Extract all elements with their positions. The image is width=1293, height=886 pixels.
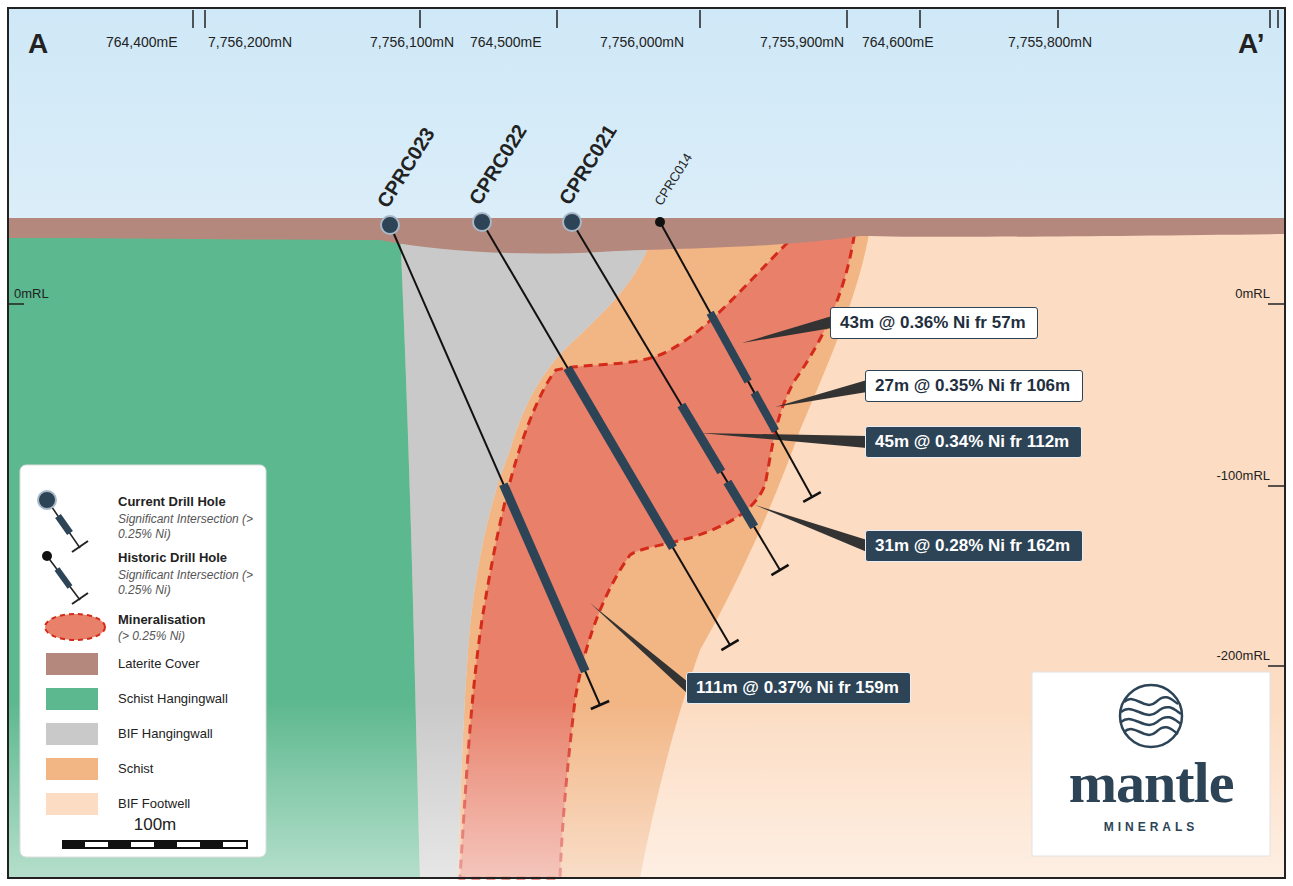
intersection-segment	[568, 368, 673, 548]
drill-trace	[390, 225, 600, 705]
hole-end	[721, 640, 738, 650]
section-end: A’	[1238, 28, 1264, 60]
intersection-callout: 45m @ 0.34% Ni fr 112m	[865, 426, 1082, 458]
northing: 7,756,100mN	[370, 34, 454, 50]
collar	[381, 216, 399, 234]
hole-end	[771, 565, 788, 575]
callout-text: 27m @ 0.35% Ni fr 106m	[875, 376, 1073, 396]
intersection-callout: 31m @ 0.28% Ni fr 162m	[865, 530, 1083, 562]
legend-text: Historic Drill Hole	[118, 550, 227, 565]
leader-lines	[590, 316, 867, 694]
hole-end	[803, 492, 821, 502]
legend-text: Current Drill Hole	[118, 494, 226, 509]
rl-label: 0mRL	[14, 286, 49, 301]
legend-text: Laterite Cover	[118, 656, 200, 671]
rl-label: 0mRL	[1235, 286, 1270, 301]
callout-text: 111m @ 0.37% Ni fr 159m	[696, 678, 901, 698]
legend-text: BIF Footwell	[118, 796, 190, 811]
legend-swatch	[46, 653, 98, 675]
intersection-segment	[710, 313, 748, 382]
legend-swatch	[46, 793, 98, 815]
legend-text: BIF Hangingwall	[118, 726, 213, 741]
northing: 7,755,900mN	[760, 34, 844, 50]
legend-box	[20, 465, 266, 857]
collar	[563, 213, 581, 231]
legend-icons	[38, 491, 105, 640]
intersection-callout: 111m @ 0.37% Ni fr 159m	[686, 672, 911, 704]
logo-block: mantleMINERALS	[1040, 752, 1262, 834]
frame	[8, 8, 1285, 878]
collar	[473, 213, 491, 231]
drill-trace	[572, 222, 780, 570]
intersection-callout: 43m @ 0.36% Ni fr 57m	[830, 307, 1038, 339]
intersection-segment	[754, 393, 775, 432]
legend-swatch	[46, 688, 98, 710]
northing: 7,755,800mN	[1008, 34, 1092, 50]
northing: 7,756,000mN	[600, 34, 684, 50]
legend-swatch	[46, 758, 98, 780]
easting: 764,500mE	[470, 34, 542, 50]
scale-bar	[62, 840, 248, 849]
logo-sub: MINERALS	[1040, 820, 1262, 834]
bif-footwall	[8, 228, 1285, 878]
intersection-segment	[727, 482, 754, 527]
legend-note: Significant Intersection (> 0.25% Ni)	[118, 568, 258, 598]
legend-swatch	[46, 723, 98, 745]
laterite-cover	[8, 218, 1285, 254]
callout-text: 31m @ 0.28% Ni fr 162m	[875, 536, 1073, 556]
callout-text: 43m @ 0.36% Ni fr 57m	[840, 313, 1028, 333]
scale-label: 100m	[134, 815, 177, 835]
intersection-callout: 27m @ 0.35% Ni fr 106m	[865, 370, 1083, 402]
easting: 764,600mE	[862, 34, 934, 50]
intersection-segment	[681, 405, 721, 472]
drill-trace	[660, 222, 812, 497]
northing: 7,756,200mN	[208, 34, 292, 50]
drill-trace	[482, 222, 730, 645]
collar	[655, 217, 665, 227]
logo-waves	[1120, 685, 1182, 747]
sky	[8, 8, 1285, 878]
legend-text: Schist	[118, 761, 153, 776]
legend-text: Mineralisation	[118, 612, 205, 627]
easting: 764,400mE	[106, 34, 178, 50]
legend-text: Schist Hangingwall	[118, 691, 228, 706]
legend-note: (> 0.25% Ni)	[118, 629, 185, 643]
intersection-segment	[503, 484, 585, 671]
logo-panel	[1032, 672, 1270, 856]
section-end: A	[28, 28, 48, 60]
rl-label: -200mRL	[1217, 648, 1270, 663]
legend-note: Significant Intersection (> 0.25% Ni)	[118, 512, 258, 542]
callout-text: 45m @ 0.34% Ni fr 112m	[875, 432, 1072, 452]
logo-word: mantle	[1040, 752, 1262, 814]
hole-end	[591, 701, 609, 709]
rl-label: -100mRL	[1217, 468, 1270, 483]
